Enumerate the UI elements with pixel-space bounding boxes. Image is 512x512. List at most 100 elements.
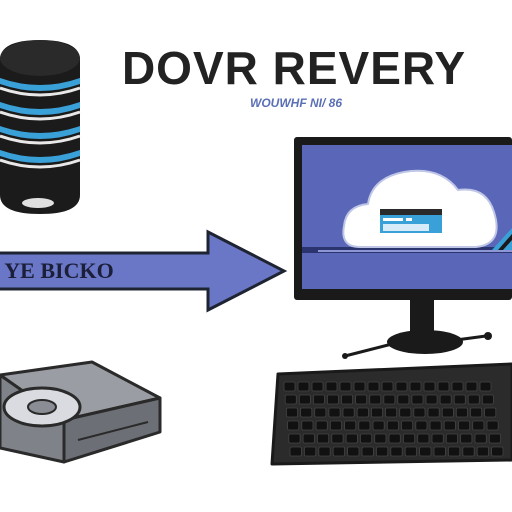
keyboard-key: [326, 394, 339, 405]
keyboard-key: [383, 394, 396, 405]
keyboard-key: [328, 407, 341, 418]
keyboard-key: [312, 394, 325, 405]
keyboard-key: [311, 381, 324, 392]
keyboard-key: [476, 446, 490, 457]
keyboard-key: [441, 407, 454, 418]
keyboard-key: [329, 420, 342, 431]
keyboard-key: [467, 394, 480, 405]
keyboard-key: [288, 433, 301, 444]
keyboard-key: [344, 420, 357, 431]
keyboard-key: [315, 420, 328, 431]
keyboard-key: [439, 394, 452, 405]
keyboard-key: [479, 381, 492, 392]
keyboard-key: [427, 407, 440, 418]
keyboard-key: [300, 407, 313, 418]
keyboard-key: [425, 394, 438, 405]
keyboard-key: [369, 394, 382, 405]
keyboard-key: [486, 420, 499, 431]
keyboard-key: [356, 407, 369, 418]
arrow-label: YE BICKO: [4, 258, 114, 283]
cloud-icon: [342, 169, 498, 248]
keyboard-key: [316, 433, 330, 444]
keyboard-key: [472, 420, 485, 431]
keyboard-key: [375, 446, 389, 457]
keyboard-key: [437, 381, 450, 392]
keyboard-key: [284, 394, 297, 405]
keyboard-key: [453, 394, 466, 405]
keyboard-key: [283, 381, 296, 392]
keyboard-key: [390, 446, 403, 457]
disc-drive-icon: [0, 360, 162, 464]
keyboard-key: [462, 446, 475, 457]
keyboard-key: [342, 407, 355, 418]
keyboard-key: [367, 381, 380, 392]
page-title: DOVR REVERY: [121, 42, 467, 94]
keyboard-key: [431, 433, 444, 444]
keyboard-key: [429, 420, 442, 431]
keyboard-key: [347, 446, 360, 457]
keyboard-key: [404, 446, 418, 457]
keyboard-key: [325, 381, 338, 392]
keyboard-key: [419, 446, 432, 457]
keyboard-key: [331, 433, 344, 444]
keyboard-key: [443, 420, 456, 431]
keyboard-key: [401, 420, 414, 431]
keyboard-key: [399, 407, 412, 418]
keyboard-key: [409, 381, 422, 392]
keyboard-key: [287, 420, 300, 431]
keyboard-key: [289, 446, 302, 457]
keyboard-icon: [270, 362, 512, 466]
keyboard-key: [339, 381, 352, 392]
keyboard-key: [417, 433, 430, 444]
keyboard-key: [458, 420, 471, 431]
keyboard-key: [474, 433, 487, 444]
keyboard-key: [345, 433, 358, 444]
keyboard-key: [465, 381, 478, 392]
keyboard-key: [358, 420, 371, 431]
keyboard-key: [402, 433, 416, 444]
keyboard-key: [381, 381, 394, 392]
keyboard-key: [484, 407, 497, 418]
keyboard-key: [341, 394, 354, 405]
keyboard-key: [451, 381, 464, 392]
keyboard-key: [318, 446, 331, 457]
keyboard-key: [303, 446, 317, 457]
keyboard-key: [397, 394, 410, 405]
keyboard-key: [353, 381, 366, 392]
keyboard-key: [388, 433, 401, 444]
keyboard-key: [285, 407, 298, 418]
keyboard-key: [298, 394, 311, 405]
keyboard-key: [372, 420, 385, 431]
keyboard-key: [411, 394, 424, 405]
keyboard-key: [460, 433, 473, 444]
keyboard-key: [361, 446, 374, 457]
keyboard-key: [470, 407, 483, 418]
subtitle: WOUWHF NI/ 86: [250, 96, 342, 110]
keyboard-key: [488, 433, 501, 444]
keyboard-key: [355, 394, 368, 405]
right-arrow-icon: [0, 229, 288, 313]
keyboard-key: [445, 433, 458, 444]
database-server-icon: [0, 40, 81, 214]
keyboard-key: [332, 446, 346, 457]
keyboard-key: [385, 407, 398, 418]
keyboard-key: [314, 407, 327, 418]
keyboard-key: [374, 433, 387, 444]
keyboard-key: [370, 407, 383, 418]
keyboard-key: [491, 446, 504, 457]
keyboard-key: [413, 407, 426, 418]
keyboard-key: [302, 433, 315, 444]
keyboard-key: [386, 420, 399, 431]
keyboard-key: [447, 446, 461, 457]
keyboard-key: [359, 433, 373, 444]
keyboard-key: [423, 381, 436, 392]
keyboard-key: [297, 381, 310, 392]
keyboard-key: [395, 381, 408, 392]
keyboard-key: [433, 446, 446, 457]
keyboard-key: [415, 420, 428, 431]
keyboard-key: [481, 394, 494, 405]
keyboard-key: [455, 407, 468, 418]
keyboard-key: [301, 420, 314, 431]
